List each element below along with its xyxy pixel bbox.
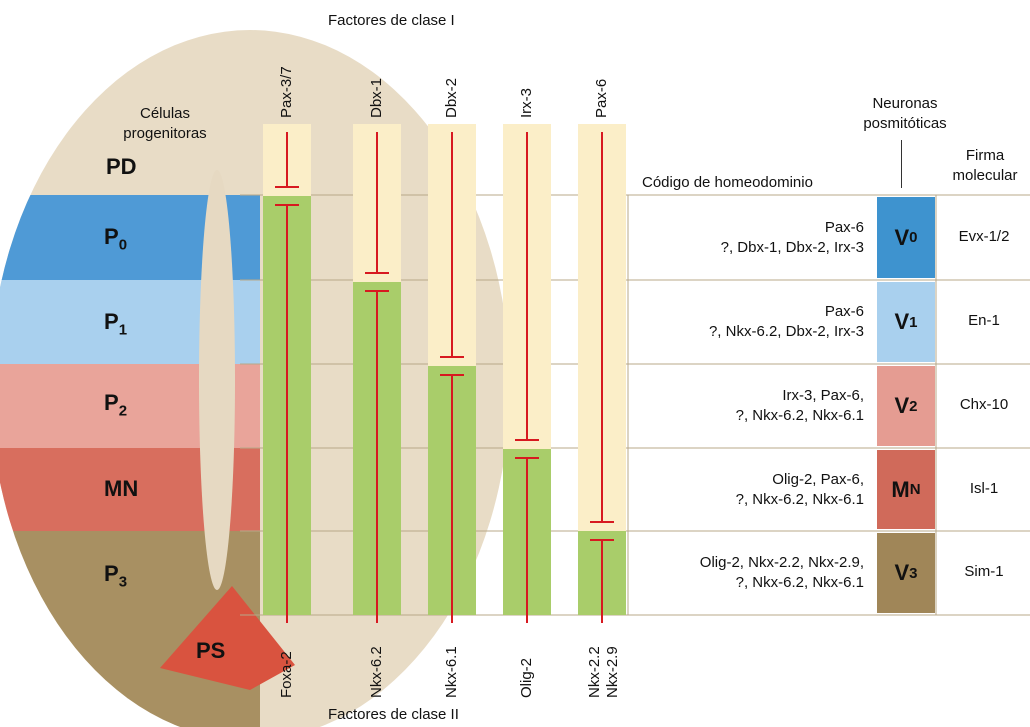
domain-label-text: PD xyxy=(106,154,137,179)
ventricle-lumen xyxy=(199,170,235,590)
floor-plate-shape xyxy=(160,586,295,690)
class-ii-label-4-1: Nkx-2.9 xyxy=(604,646,621,698)
homeodomain-code-0: Pax-6 ?, Dbx-1, Dbx-2, Irx-3 xyxy=(628,218,864,258)
domain-label-6: PS xyxy=(196,638,225,664)
class-i-title: Factores de clase I xyxy=(328,12,455,29)
domain-label-1: P0 xyxy=(104,224,127,253)
domain-label-text: P xyxy=(104,309,119,334)
postmitotic-title-text: Neuronas posmitóticas xyxy=(863,95,947,132)
domain-label-subscript: 0 xyxy=(118,236,128,254)
homeodomain-code-line-1: Pax-6 xyxy=(824,218,864,236)
domain-label-text: P xyxy=(104,224,119,249)
neuron-type-subscript: N xyxy=(909,481,921,498)
class-i-label-1: Dbx-1 xyxy=(368,77,385,118)
neuron-type-name: M xyxy=(891,476,910,502)
class-ii-label-3: Olig-2 xyxy=(518,657,535,698)
neuron-type-name: V xyxy=(894,224,910,250)
homeodomain-code-line-2: ?, Nkx-6.2, Nkx-6.1 xyxy=(735,407,864,424)
class-ii-label-4-0: Nkx-2.2 xyxy=(586,646,603,698)
homeodomain-code-line-2: ?, Nkx-6.2, Nkx-6.1 xyxy=(735,490,864,508)
postmitotic-tick xyxy=(901,140,902,188)
homeodomain-code-line-1: Olig-2, Nkx-2.2, Nkx-2.9, xyxy=(699,554,864,571)
molecular-signature-title-text: Firma molecular xyxy=(952,147,1018,184)
neuron-type-name: V xyxy=(894,309,910,334)
neuron-type-name: V xyxy=(894,560,910,585)
class-ii-label-2: Nkx-6.1 xyxy=(443,646,460,698)
neuron-type-subscript: 3 xyxy=(909,564,918,582)
homeodomain-code-4: Olig-2, Nkx-2.2, Nkx-2.9, ?, Nkx-6.2, Nkx… xyxy=(628,553,864,593)
homeodomain-code-3: Olig-2, Pax-6, ?, Nkx-6.2, Nkx-6.1 xyxy=(628,470,864,510)
domain-label-0: PD xyxy=(106,154,137,180)
class-ii-label-1: Nkx-6.2 xyxy=(368,646,385,698)
domain-label-text: PS xyxy=(196,638,226,663)
domain-label-text: P xyxy=(104,390,119,415)
molecular-signature-2: Chx-10 xyxy=(959,396,1009,413)
molecular-signature-4: Sim-1 xyxy=(964,563,1004,580)
progenitors-title-text: Células progenitoras xyxy=(123,105,207,142)
homeodomain-code-2: Irx-3, Pax-6, ?, Nkx-6.2, Nkx-6.1 xyxy=(628,386,864,426)
domain-label-text: MN xyxy=(104,476,139,501)
progenitors-title: Células progenitoras xyxy=(100,104,230,144)
domain-label-subscript: 3 xyxy=(118,573,128,591)
neuron-type-name: V xyxy=(894,393,910,418)
domain-label-subscript: 1 xyxy=(118,321,128,339)
neuron-type-subscript: 2 xyxy=(909,397,918,415)
domain-label-5: P3 xyxy=(104,561,127,590)
homeodomain-code-line-1: Olig-2, Pax-6, xyxy=(772,470,864,488)
domain-label-4: MN xyxy=(104,476,138,502)
homeodomain-code-line-1: Irx-3, Pax-6, xyxy=(782,387,864,404)
homeodomain-code-title: Código de homeodominio xyxy=(642,174,813,191)
class-i-label-2: Dbx-2 xyxy=(443,77,460,118)
molecular-signature-1: En-1 xyxy=(968,312,1000,329)
domain-label-2: P1 xyxy=(104,309,127,338)
postmitotic-title: Neuronas posmitóticas xyxy=(840,94,970,134)
class-ii-title: Factores de clase II xyxy=(328,706,459,723)
homeodomain-code-line-2: ?, Dbx-1, Dbx-2, Irx-3 xyxy=(720,238,864,256)
molecular-signature-3: Isl-1 xyxy=(969,479,999,497)
homeodomain-code-1: Pax-6 ?, Nkx-6.2, Dbx-2, Irx-3 xyxy=(628,302,864,342)
class-i-label-4: Pax-6 xyxy=(593,78,610,118)
domain-label-text: P xyxy=(104,561,119,586)
molecular-signature-title: Firma molecular xyxy=(940,146,1030,186)
homeodomain-code-line-2: ?, Nkx-6.2, Dbx-2, Irx-3 xyxy=(708,323,864,340)
class-ii-label-0: Foxa-2 xyxy=(278,651,295,698)
molecular-signature-0: Evx-1/2 xyxy=(958,227,1010,245)
class-i-label-3: Irx-3 xyxy=(518,88,535,118)
neuron-type-subscript: 1 xyxy=(909,313,918,331)
neuron-type-subscript: 0 xyxy=(909,229,918,246)
homeodomain-code-line-2: ?, Nkx-6.2, Nkx-6.1 xyxy=(735,574,864,591)
domain-label-3: P2 xyxy=(104,390,127,419)
domain-label-subscript: 2 xyxy=(118,402,128,420)
class-i-label-0: Pax-3/7 xyxy=(278,66,295,118)
homeodomain-code-line-1: Pax-6 xyxy=(824,303,864,320)
